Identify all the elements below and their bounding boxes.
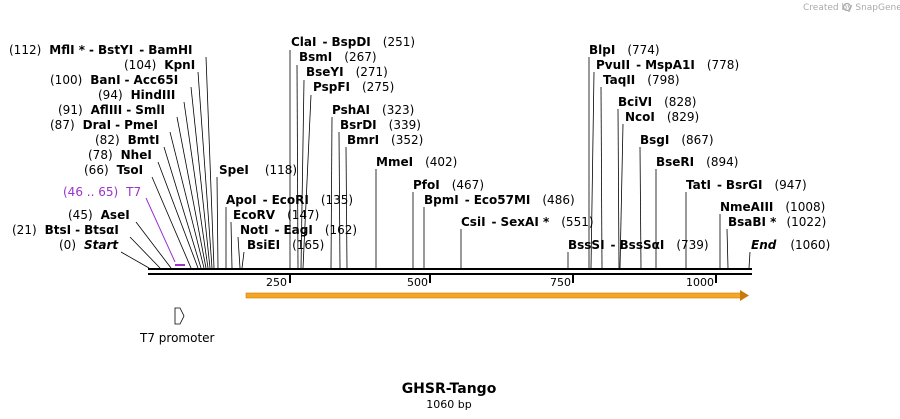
site-label-bcivi: BciVI(828) [618, 95, 696, 109]
site-label-ncoi: NcoI(829) [625, 110, 699, 124]
site-label-start: (0)Start [59, 238, 119, 252]
site-label-mfli: (112)MflI *-BstYI-BamHI [9, 43, 192, 57]
tick-250: 250 [266, 276, 287, 289]
site-label-csii: CsiI-SexAI *(551) [461, 215, 594, 229]
site-label-nhei: (78)NheI [88, 148, 152, 162]
site-label-end: End(1060) [751, 238, 830, 252]
site-label-tati: TatI-BsrGI(947) [686, 178, 807, 192]
site-label-bseyi: BseYI(271) [306, 65, 388, 79]
primer-t7-marker [145, 197, 185, 266]
site-label-btsi: (21)BtsI-BtsαI [12, 223, 119, 237]
tick-500: 500 [407, 276, 428, 289]
tick-750: 750 [550, 276, 571, 289]
site-label-noti: NotI-EagI(162) [240, 223, 357, 237]
sequence-backbone [148, 268, 752, 275]
site-label-bpmi: BpmI-Eco57MI(486) [424, 193, 575, 207]
site-label-mmei: MmeI(402) [376, 155, 457, 169]
credit-text: Created by SnapGene [803, 3, 900, 13]
site-label-tsoi: (66)TsoI [84, 163, 143, 177]
site-label-bsmi: BsmI(267) [299, 50, 377, 64]
t7-promoter-feature [174, 307, 185, 325]
site-label-bmti: (82)BmtI [95, 133, 160, 147]
site-label-nmeaiii: NmeAIII(1008) [720, 200, 825, 214]
site-label-bani: (100)BanI-Acc65I [50, 73, 178, 87]
orf-feature-arrow [245, 290, 749, 301]
primer-label: (46 .. 65)T7 [63, 185, 141, 199]
leader-lines [120, 50, 751, 269]
map-title: GHSR-Tango [402, 381, 497, 397]
site-label-apoi: ApoI-EcoRI(135) [226, 193, 353, 207]
site-label-pvuii: PvuII-MspA1I(778) [596, 58, 739, 72]
site-label-bsgi: BsgI(867) [640, 133, 714, 147]
site-label-pshai: PshAI(323) [332, 103, 414, 117]
site-label-bsiei: BsiEI(165) [247, 238, 324, 252]
site-label-bseri: BseRI(894) [656, 155, 738, 169]
site-label-drai: (87)DraI-PmeI [50, 118, 158, 132]
site-label-taqii: TaqII(798) [603, 73, 680, 87]
tick-1000: 1000 [686, 276, 714, 289]
site-label-bmri: BmrI(352) [347, 133, 423, 147]
site-label-clai: ClaI-BspDI(251) [291, 35, 415, 49]
site-label-bsabi: BsaBI *(1022) [728, 215, 826, 229]
scale-ticks [289, 274, 717, 283]
site-label-ecorv: EcoRV(147) [233, 208, 319, 222]
site-label-spei: SpeI(118) [219, 163, 297, 177]
site-label-kpni: (104)KpnI [124, 58, 195, 72]
site-label-bsrdi: BsrDI(339) [340, 118, 421, 132]
site-label-afliii: (91)AflIII-SmlI [58, 103, 165, 117]
snapgene-logo-icon [842, 2, 852, 12]
t7-promoter-label: T7 promoter [139, 331, 215, 345]
site-label-bsssi: BssSI-BssSαI(739) [568, 238, 709, 252]
site-label-hindiii: (94)HindIII [98, 88, 175, 102]
site-label-blpi: BlpI(774) [589, 43, 660, 57]
site-label-asei: (45)AseI [68, 208, 130, 222]
site-label-pfoi: PfoI(467) [413, 178, 484, 192]
site-label-pspfi: PspFI(275) [313, 80, 394, 94]
map-length: 1060 bp [426, 398, 471, 411]
